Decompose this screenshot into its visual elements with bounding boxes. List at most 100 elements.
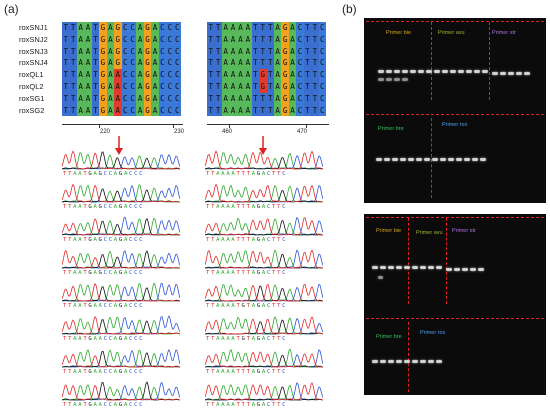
alignment-cell: A [84, 45, 92, 58]
alignment-cell: A [114, 69, 122, 81]
alignment-cell: T [259, 57, 267, 70]
gel-band [372, 266, 378, 269]
alignment-cell: T [214, 92, 222, 105]
gel-band [400, 158, 406, 161]
gel-band [424, 158, 430, 161]
alignment-cell: A [236, 81, 245, 93]
chromatogram-sequence: TTAATGAACCAGACCC [63, 369, 145, 375]
alignment-cell: T [251, 92, 260, 105]
gel-band [378, 70, 384, 73]
alignment-cell: T [69, 69, 77, 81]
alignment-cell: G [259, 81, 267, 93]
trace-T [62, 315, 180, 335]
alignment-cell: G [281, 69, 289, 81]
alignment-cell: A [236, 104, 245, 117]
alignment-cell: A [151, 33, 159, 46]
sample-label: roxSNJ3 [19, 46, 48, 56]
alignment-cell: T [91, 45, 100, 58]
alignment-cell: A [288, 22, 297, 34]
alignment-cell: C [128, 92, 137, 105]
alignment-cell: T [311, 45, 319, 58]
chromatogram-sequence: TTAAAATTTAGACTTC [206, 237, 288, 243]
sample-label: roxQL2 [19, 82, 44, 91]
alignment-cell: A [236, 92, 245, 105]
alignment-cell: T [207, 57, 215, 70]
gel-band [420, 360, 426, 363]
chromatogram-trace [205, 150, 323, 170]
alignment-cell: A [106, 104, 115, 117]
alignment-cell: A [273, 92, 282, 105]
chromatogram-sequence: TTAAAATTTAGACTTC [206, 204, 288, 210]
axis-left-ticklabel-2: 230 [174, 129, 185, 135]
alignment-cell: T [214, 45, 222, 58]
alignment-cell: A [84, 22, 92, 34]
alignment-cell: A [221, 57, 230, 70]
chromatogram-sequence: TTAAAATTTAGACTTC [206, 171, 288, 177]
chromatogram-trace [62, 282, 180, 302]
alignment-cell: C [128, 22, 137, 34]
gel-band [394, 78, 400, 81]
lane-separator [408, 218, 409, 304]
alignment-cell: A [229, 92, 237, 105]
gel-band [376, 158, 382, 161]
axis-left [62, 124, 183, 125]
gel-band [372, 360, 378, 363]
arrow-left-icon [115, 136, 123, 155]
primer-label: Primer rox [420, 330, 446, 336]
alignment-cell: T [91, 33, 100, 46]
row-separator [366, 318, 544, 319]
alignment-cell: A [106, 22, 115, 34]
alignment-cell: C [121, 81, 129, 93]
primer-label: Primer str [452, 228, 476, 234]
gel-band [434, 70, 440, 73]
alignment-cell: C [318, 45, 326, 58]
alignment-cell: A [288, 33, 297, 46]
alignment-cell: C [128, 45, 137, 58]
alignment-cell: A [273, 33, 282, 46]
gel-band [388, 360, 394, 363]
alignment-cell: A [151, 45, 159, 58]
gel-band [432, 158, 438, 161]
alignment-cell: C [166, 81, 174, 93]
primer-label: Primer rox [442, 122, 468, 128]
alignment-cell: G [99, 81, 107, 93]
sample-label: roxSNJ1 [19, 23, 48, 32]
alignment-cell: A [76, 33, 85, 46]
axis-right-ticklabel-1: 460 [222, 129, 233, 135]
gel-band [462, 268, 468, 271]
alignment-cell: C [158, 104, 167, 117]
chromatogram-sequence: TTAAAATGTAGACTTC [206, 336, 288, 342]
alignment-cell: T [311, 81, 319, 93]
alignment-cell: A [84, 81, 92, 93]
gel-band [482, 70, 488, 73]
alignment-cell: T [251, 104, 260, 117]
gel-band [516, 72, 522, 75]
chromatogram-trace [62, 216, 180, 236]
trace-T [62, 384, 180, 401]
alignment-cell: G [143, 22, 152, 34]
alignment-cell: T [259, 22, 267, 34]
gel-band [446, 268, 452, 271]
row-separator [366, 114, 544, 115]
alignment-cell: A [221, 81, 230, 93]
alignment-cell: C [166, 45, 174, 58]
alignment-cell: A [136, 33, 144, 46]
alignment-cell: T [207, 22, 215, 34]
gel-band [456, 158, 462, 161]
alignment-cell: G [114, 45, 122, 58]
alignment-cell: A [236, 57, 245, 70]
alignment-cell: C [296, 45, 304, 58]
chromatogram-trace [205, 382, 323, 401]
chromatogram-trace [205, 249, 323, 269]
alignment-cell: C [166, 22, 174, 34]
gel-band [500, 72, 506, 75]
chromatogram-trace [205, 283, 323, 302]
gel-band [440, 158, 446, 161]
alignment-cell: A [273, 69, 282, 81]
alignment-cell: A [229, 81, 237, 93]
